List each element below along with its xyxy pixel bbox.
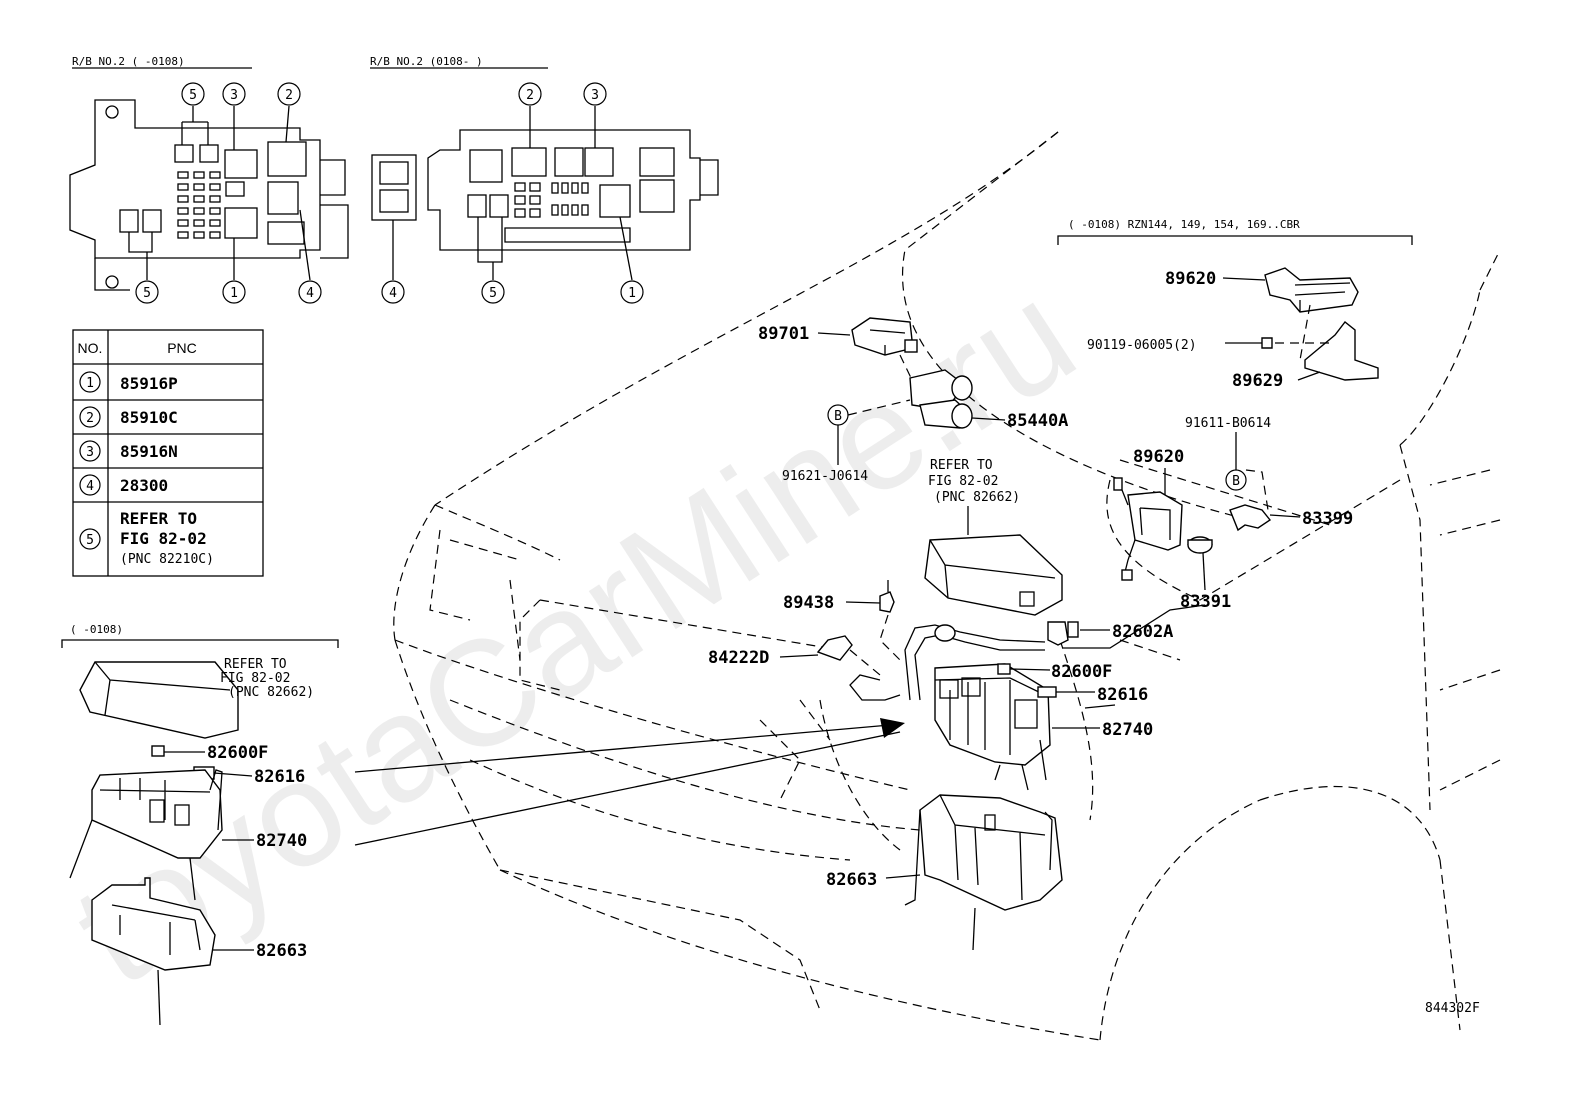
callout-circle: 3 [222,82,246,106]
svg-text:FIG 82-02: FIG 82-02 [928,474,998,489]
part-label-83391: 83391 [1180,592,1231,612]
vehicle-outline [393,131,1501,1041]
wire-harness [849,624,1046,701]
ecu-group-header: ( -0108) RZN144, 149, 154, 169..CBR [1068,218,1300,231]
part-label-84222D: 84222D [708,648,769,668]
part-label-82740-main: 82740 [1102,720,1153,740]
part-89701: 89701 [758,317,918,381]
callout-circle: 1 [620,280,644,304]
svg-text:2: 2 [526,88,534,103]
table-row: 2 85910C [79,406,178,428]
svg-text:85910C: 85910C [120,408,178,427]
relay-block-old: R/B NO.2 ( -0108) [69,55,349,304]
svg-text:(PNC 82210C): (PNC 82210C) [120,552,214,567]
left-header: ( -0108) [70,623,123,636]
callout-circle: 5 [135,280,159,304]
svg-text:28300: 28300 [120,476,168,495]
part-label-91611: 91611-B0614 [1185,416,1271,431]
part-label-82602A: 82602A [1112,622,1173,642]
svg-text:1: 1 [628,286,636,301]
left-exploded-view: ( -0108) REFER TO FIG 82-02 (PNC 82662) … [61,623,905,1026]
part-label-83399: 83399 [1302,509,1353,529]
part-label-89438: 89438 [783,593,834,613]
bracket-main: 82663 [826,794,1063,951]
relay-block-main: 82600F 82616 82740 [934,662,1153,791]
figure-code: 844302F [1425,1001,1480,1016]
svg-text:REFER TO: REFER TO [224,657,287,672]
svg-text:(PNC 82662): (PNC 82662) [934,490,1020,505]
table-row: 3 85916N [79,440,178,462]
part-label-89701: 89701 [758,324,809,344]
rb-new-header: R/B NO.2 (0108- ) [370,55,483,68]
table-row: 4 28300 [79,474,168,496]
svg-text:FIG 82-02: FIG 82-02 [120,529,207,548]
rb-old-header: R/B NO.2 ( -0108) [72,55,185,68]
part-label-82600F-left: 82600F [207,743,268,763]
svg-text:REFER TO: REFER TO [930,458,993,473]
part-label-89620-mid: 89620 [1133,447,1184,467]
svg-text:1: 1 [86,376,94,391]
svg-text:5: 5 [189,88,197,103]
part-label-89620-top: 89620 [1165,269,1216,289]
pnc-table: NO. PNC 1 85916P 2 85910C 3 85916N 4 283… [72,329,264,577]
part-label-82616-main: 82616 [1097,685,1148,705]
callout-circle: 4 [381,280,405,304]
sensor-group: 91611-B0614 B 89620 83399 83391 [1113,416,1353,612]
part-label-82616-left: 82616 [254,767,305,787]
svg-text:2: 2 [86,411,94,426]
table-header-pnc: PNC [167,340,197,356]
svg-text:REFER TO: REFER TO [120,509,197,528]
svg-text:5: 5 [489,286,497,301]
part-label-82740-left: 82740 [256,831,307,851]
svg-text:3: 3 [591,88,599,103]
part-label-82600F-main: 82600F [1051,662,1112,682]
callout-circle: 5 [481,280,505,304]
callout-circle: 3 [583,82,607,106]
part-label-91621: 91621-J0614 [782,469,868,484]
table-header-no: NO. [78,340,103,356]
table-row: 1 85916P [79,371,178,393]
callout-circle: 1 [222,280,246,304]
svg-text:85916P: 85916P [120,374,178,393]
table-row: 5 REFER TO FIG 82-02 (PNC 82210C) [79,509,214,567]
refer-note-left: REFER TO FIG 82-02 (PNC 82662) [220,657,314,700]
svg-text:3: 3 [230,88,238,103]
svg-text:(PNC 82662): (PNC 82662) [228,685,314,700]
part-label-82663-main: 82663 [826,870,877,890]
svg-text:85916N: 85916N [120,442,178,461]
ecu-group: ( -0108) RZN144, 149, 154, 169..CBR 8962… [1057,218,1413,391]
svg-text:1: 1 [230,286,238,301]
part-label-82663-left: 82663 [256,941,307,961]
callout-circle: 5 [181,82,205,106]
svg-text:2: 2 [285,88,293,103]
svg-text:5: 5 [143,286,151,301]
circle-b-right: B [1232,474,1240,489]
svg-text:4: 4 [86,479,94,494]
svg-text:5: 5 [86,533,94,548]
callout-circle: 4 [298,280,322,304]
relay-block-cover-main: REFER TO FIG 82-02 (PNC 82662) [924,458,1063,616]
part-label-85440A: 85440A [1007,411,1068,431]
relay-block-new: R/B NO.2 (0108- ) 2 [370,55,719,304]
svg-text:4: 4 [306,286,314,301]
svg-text:FIG 82-02: FIG 82-02 [220,671,290,686]
refer-note-main: REFER TO FIG 82-02 (PNC 82662) [928,458,1020,505]
svg-text:4: 4 [389,286,397,301]
switch-group: 89438 84222D [708,580,901,676]
part-85440A: 85440A B 91621-J0614 [782,369,1068,484]
callout-circle: 2 [518,82,542,106]
callout-circle: 2 [277,82,301,106]
circle-b-left: B [834,409,842,424]
part-82602A: 82602A [1047,604,1206,649]
part-label-90119: 90119-06005(2) [1087,338,1197,353]
part-label-89629: 89629 [1232,371,1283,391]
svg-text:3: 3 [86,445,94,460]
